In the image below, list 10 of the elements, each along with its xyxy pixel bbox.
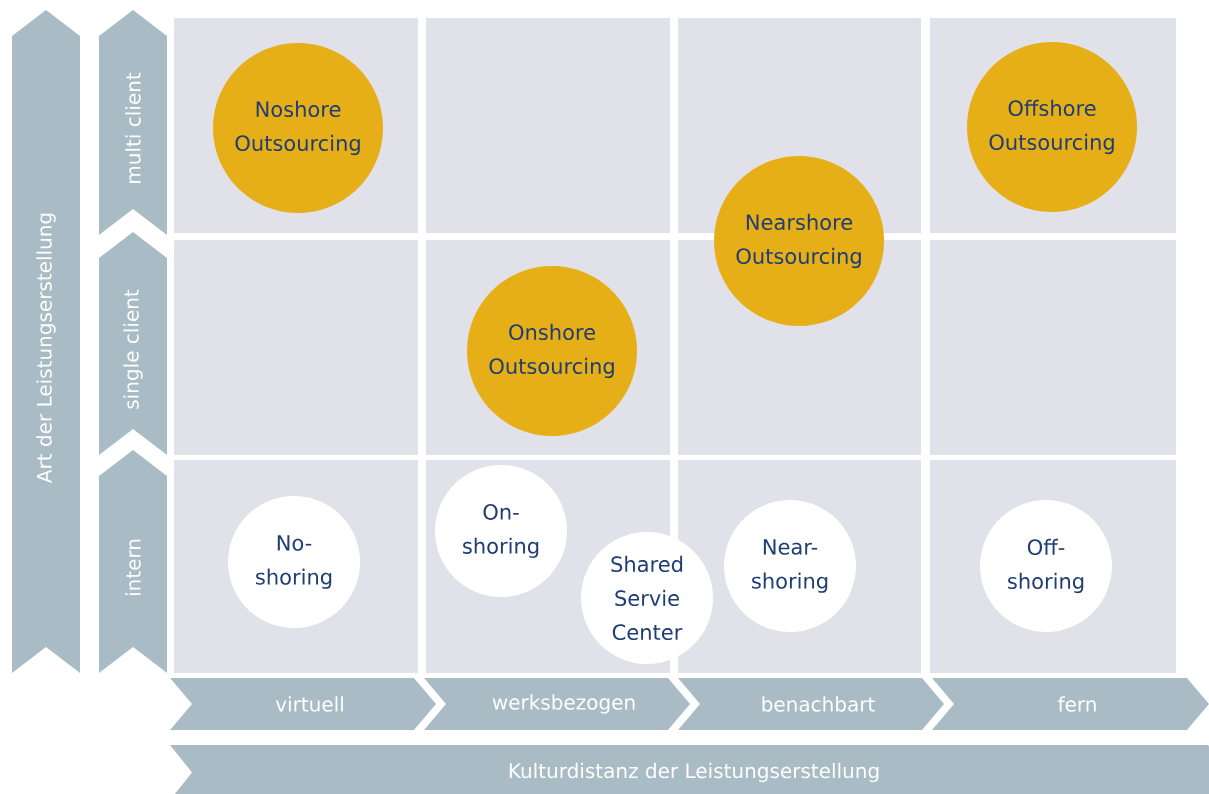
- axis-chevron: multi client: [99, 10, 167, 235]
- axis-chevron: fern: [932, 678, 1209, 730]
- axis-chevron: benachbart: [678, 678, 944, 730]
- axis-chevron: virtuell: [170, 678, 436, 730]
- axis-chevron: Kulturdistanz der Leistungserstellung: [170, 745, 1209, 794]
- axis-chevron: werksbezogen: [424, 678, 690, 730]
- axis-chevron: single client: [99, 232, 167, 455]
- node-label: Near-shoring: [752, 539, 828, 593]
- axis-chevron: intern: [99, 450, 167, 673]
- axis-chevron: Art der Leistungserstellung: [12, 10, 80, 673]
